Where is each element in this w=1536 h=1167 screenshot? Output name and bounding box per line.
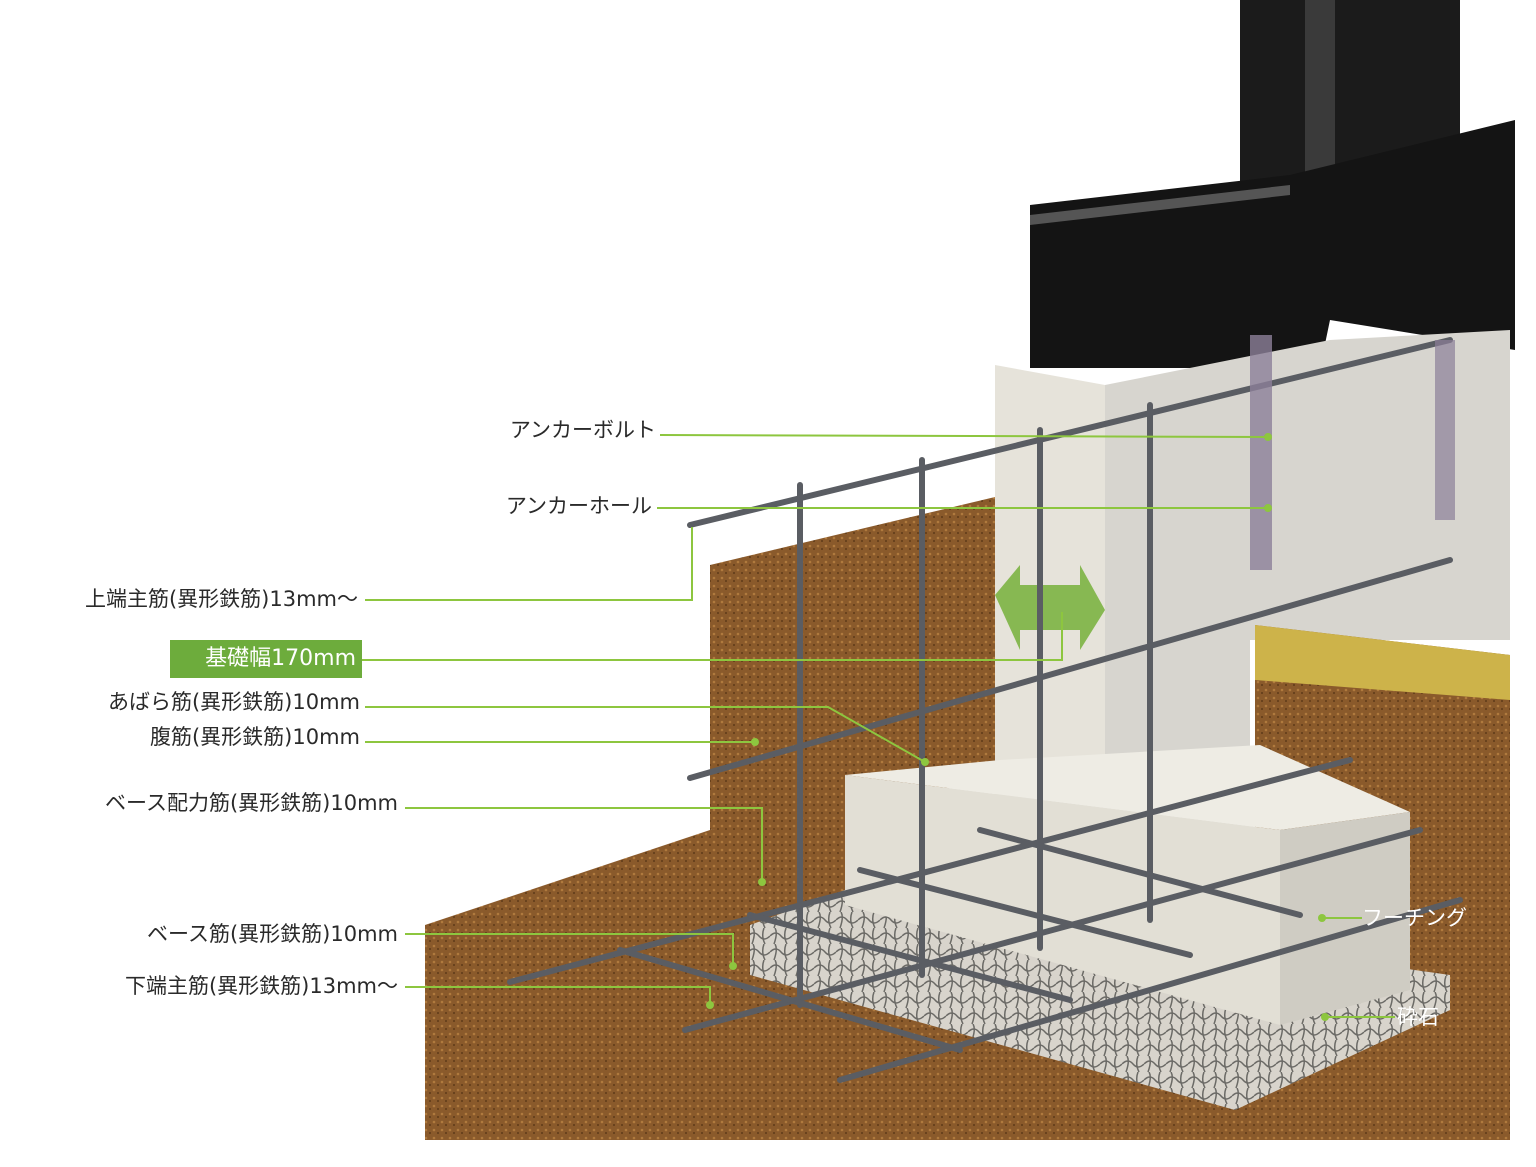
leader-lines (362, 434, 1395, 1018)
width-arrow (995, 565, 1105, 650)
label-base-distribution-rebar: ベース配力筋(異形鉄筋)10mm (105, 791, 398, 815)
label-web-rebar: 腹筋(異形鉄筋)10mm (149, 725, 360, 749)
label-stirrup: あばら筋(異形鉄筋)10mm (107, 690, 360, 714)
concrete-wall-side (1105, 330, 1510, 790)
label-bottom-main-rebar: 下端主筋(異形鉄筋)13mm〜 (124, 974, 398, 998)
label-crushed-stone: 砕石 (1397, 1005, 1439, 1029)
label-foundation-width: 基礎幅170mm (170, 640, 362, 678)
label-footing: フーチング (1362, 906, 1467, 930)
concrete-wall (995, 365, 1105, 800)
label-top-main-rebar: 上端主筋(異形鉄筋)13mm〜 (84, 587, 358, 611)
anchor-hole (1250, 335, 1272, 570)
label-anchor-bolt: アンカーボルト (509, 418, 656, 442)
label-base-rebar: ベース筋(異形鉄筋)10mm (147, 922, 398, 946)
label-anchor-hole: アンカーホール (505, 494, 652, 518)
rebar-cage (507, 337, 1463, 1083)
steel-beam (1030, 120, 1515, 368)
footing-front (845, 775, 1280, 1025)
footing-top (845, 745, 1410, 830)
